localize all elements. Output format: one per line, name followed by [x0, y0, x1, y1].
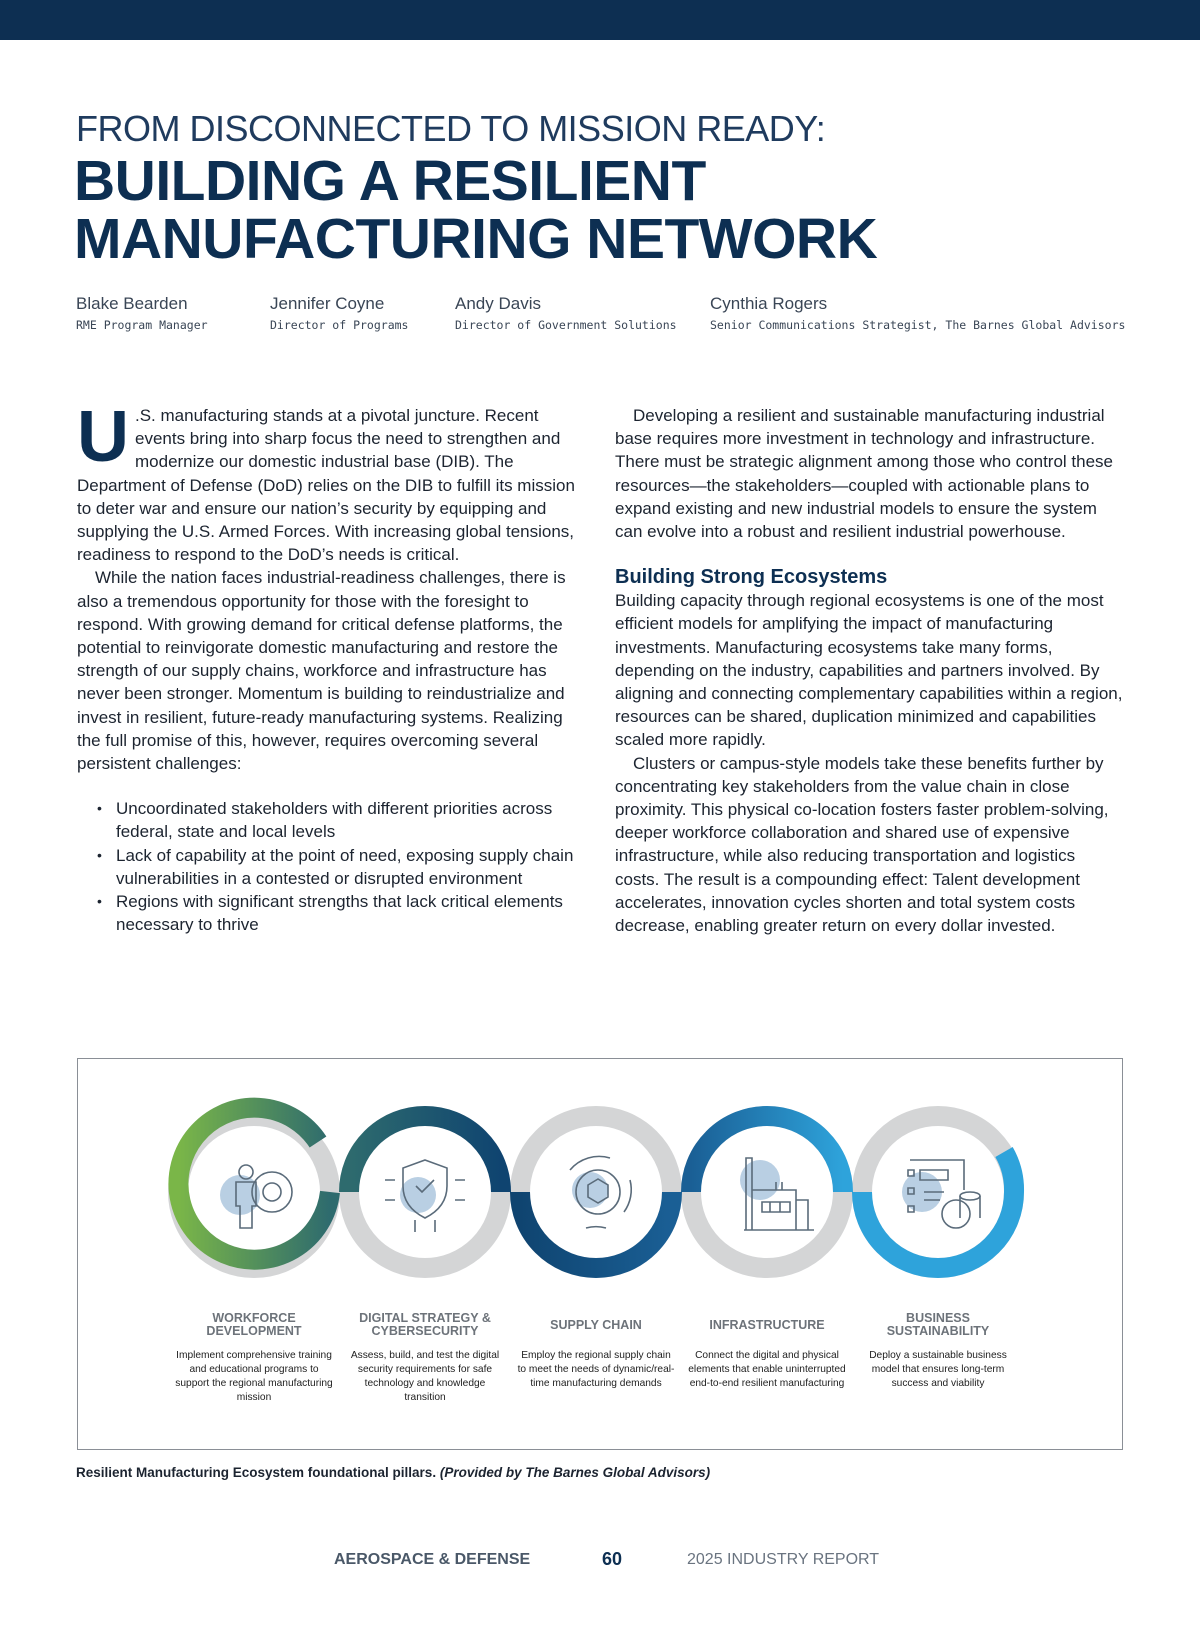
paragraph: While the nation faces industrial-readin… [77, 568, 566, 774]
pillar-business: BUSINESS SUSTAINABILITY Deploy a sustaina… [858, 1311, 1018, 1391]
right-column: Developing a resilient and sustainable m… [615, 404, 1123, 937]
paragraph: Developing a resilient and sustainable m… [615, 406, 1113, 542]
article-kicker: FROM DISCONNECTED TO MISSION READY: [76, 108, 826, 149]
pillar-description: Implement comprehensive training and edu… [175, 1350, 333, 1403]
pillar-digital-strategy: DIGITAL STRATEGY & CYBERSECURITY Assess, … [345, 1311, 505, 1405]
pillar-supply-chain: SUPPLY CHAIN Employ the regional supply c… [516, 1311, 676, 1391]
pillar-description: Assess, build, and test the digital secu… [350, 1350, 500, 1403]
worker-gear-icon [220, 1164, 293, 1229]
author-role: Senior Communications Strategist, The Ba… [710, 318, 1126, 332]
author-name: Cynthia Rogers [710, 294, 828, 313]
ring-arc-green [168, 1097, 340, 1270]
footer-report: 2025 INDUSTRY REPORT [687, 1551, 880, 1568]
footer-section: AEROSPACE & DEFENSE [334, 1551, 531, 1568]
list-item: Lack of capability at the point of need,… [77, 844, 585, 890]
ring-arc-blue [681, 1106, 853, 1193]
ring-arc-navy [510, 1191, 682, 1278]
paragraph: Clusters or campus-style models take the… [615, 753, 1109, 936]
pillar-description: Deploy a sustainable business model that… [869, 1350, 1007, 1389]
ring-arc-sky [852, 1147, 1024, 1278]
pillar-title: WORKFORCE DEVELOPMENT [206, 1311, 302, 1338]
list-item: Uncoordinated stakeholders with differen… [77, 797, 585, 843]
drop-cap: U [77, 397, 129, 477]
page-number: 60 [602, 1549, 623, 1569]
plan-coins-icon [902, 1159, 981, 1229]
shield-circuit-icon [385, 1159, 465, 1232]
article-title: BUILDING A RESILIENT MANUFACTURING NETWO… [74, 149, 878, 271]
section-heading: Building Strong Ecosystems [615, 566, 888, 589]
pillar-infrastructure: INFRASTRUCTURE Connect the digital and ph… [687, 1311, 847, 1391]
factory-icon [740, 1157, 814, 1231]
left-column: U.S. manufacturing stands at a pivotal j… [77, 397, 585, 936]
list-item: Regions with significant strengths that … [77, 890, 585, 936]
author-name: Jennifer Coyne [270, 294, 385, 313]
caption-credit: (Provided by The Barnes Global Advisors) [439, 1465, 711, 1480]
paragraph: U.S. manufacturing stands at a pivotal j… [77, 397, 575, 565]
author-role: Director of Programs [270, 318, 409, 332]
author-name: Andy Davis [455, 294, 541, 313]
challenge-list: Uncoordinated stakeholders with differen… [77, 797, 585, 936]
pillar-title: BUSINESS SUSTAINABILITY [886, 1311, 990, 1338]
ring-arc-teal [339, 1106, 511, 1193]
paragraph: Building capacity through regional ecosy… [615, 591, 1123, 750]
pillar-description: Employ the regional supply chain to meet… [517, 1350, 675, 1389]
pillar-description: Connect the digital and physical element… [688, 1350, 846, 1389]
author-role: RME Program Manager [76, 318, 208, 332]
top-banner [0, 0, 1200, 40]
figure-caption: Resilient Manufacturing Ecosystem founda… [76, 1465, 711, 1480]
author-name: Blake Bearden [76, 294, 188, 313]
pillar-title: INFRASTRUCTURE [709, 1317, 825, 1332]
pillar-workforce: WORKFORCE DEVELOPMENT Implement comprehen… [174, 1311, 334, 1405]
author-role: Director of Government Solutions [455, 318, 677, 332]
pillar-title: DIGITAL STRATEGY & CYBERSECURITY [359, 1311, 491, 1338]
gear-cycle-icon [569, 1155, 633, 1229]
pillar-title: SUPPLY CHAIN [550, 1317, 642, 1332]
ecosystem-figure [77, 1058, 1123, 1450]
